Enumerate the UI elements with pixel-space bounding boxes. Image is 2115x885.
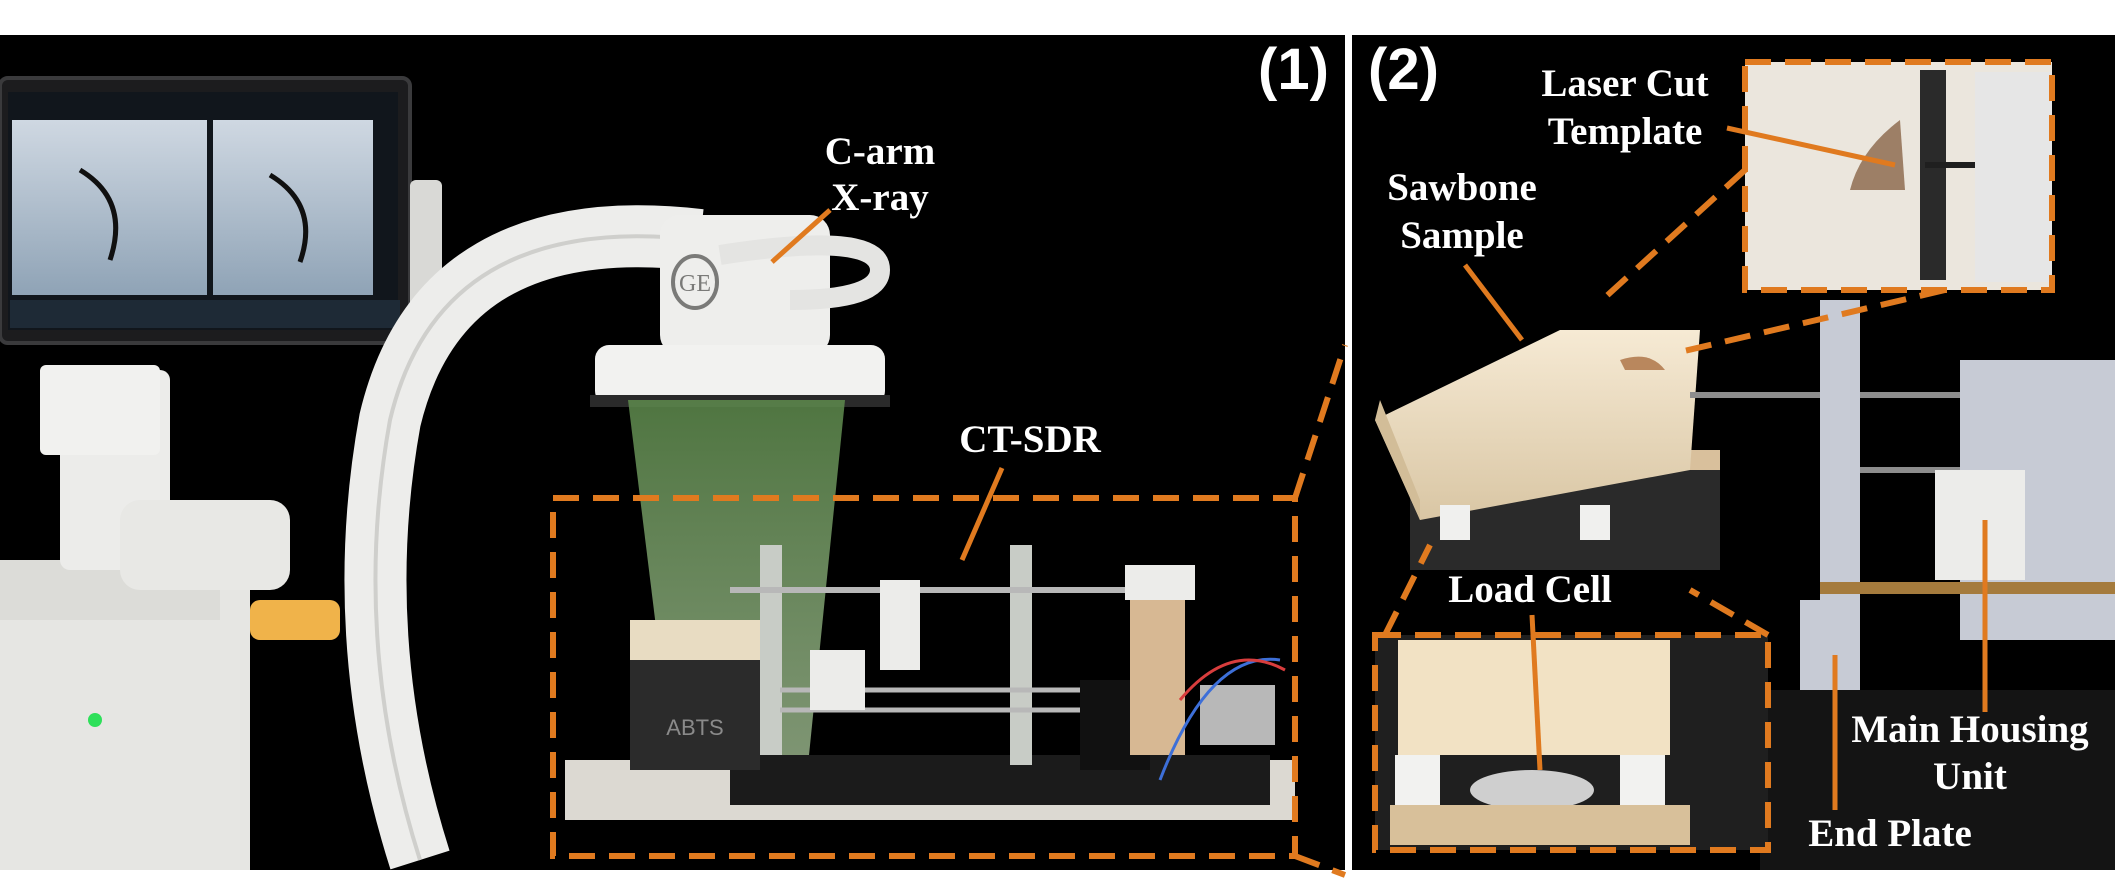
label-ctsdr: CT-SDR — [959, 418, 1101, 461]
label-housing-line1: Main Housing — [1851, 708, 2089, 751]
zoom-connector-top — [1292, 344, 1348, 499]
panel-2-number: (2) — [1368, 37, 1439, 102]
brand-logo — [671, 254, 719, 310]
sawbone-sample — [1375, 330, 1700, 520]
label-carm-line2: X-ray — [831, 176, 929, 219]
label-laser-line2: Template — [1547, 110, 1703, 153]
xray-image-left — [12, 120, 207, 295]
loadcell-inset — [1375, 635, 1768, 850]
sawbone-pointer — [1463, 263, 1524, 342]
label-sawbone-line1: Sawbone — [1387, 166, 1537, 209]
loadcell-connector-right — [1688, 587, 1770, 638]
xray-image-right — [213, 120, 373, 295]
label-loadcell: Load Cell — [1448, 568, 1612, 611]
panel-1-number: (1) — [1258, 37, 1329, 102]
laser-template-inset — [1745, 62, 2052, 290]
side-logo: ABTS — [666, 715, 723, 740]
monitor — [0, 76, 442, 345]
carm-machine: GE — [0, 205, 891, 870]
label-carm-line1: C-arm — [824, 130, 936, 173]
loadcell-connector-left — [1382, 543, 1433, 637]
laser-connector-right — [1679, 287, 1946, 355]
label-sawbone-line2: Sample — [1400, 214, 1524, 257]
ctsdr-dashed-box — [550, 495, 1298, 859]
ctsdr-setup: ABTS — [565, 545, 1295, 820]
laser-template-inset-border — [1742, 59, 2055, 293]
status-led — [88, 713, 102, 727]
ctsdr-pointer — [959, 467, 1005, 561]
zoom-connector-bottom — [1293, 853, 1347, 878]
test-rig — [1375, 300, 2115, 870]
laser-connector-left — [1597, 167, 1748, 305]
label-housing-line2: Unit — [1933, 755, 2007, 798]
laser-pointer — [1726, 125, 1896, 168]
loadcell-inset-border — [1372, 632, 1771, 853]
label-endplate: End Plate — [1808, 812, 1972, 855]
carm-pointer — [770, 208, 832, 264]
label-laser-line1: Laser Cut — [1541, 62, 1709, 105]
brand-logo-text: GE — [679, 271, 711, 297]
loadcell-pointer — [1529, 614, 1543, 771]
